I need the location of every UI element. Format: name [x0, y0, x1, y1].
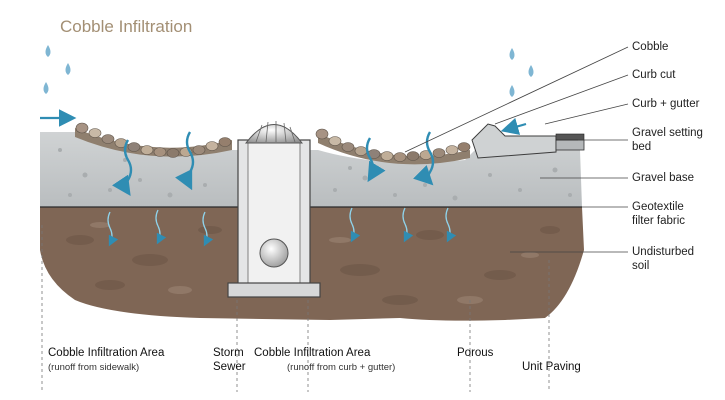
area-label-cobble-right: Cobble Infiltration Area — [254, 347, 371, 359]
area-label-porous-line1: Porous — [457, 347, 494, 359]
area-label-storm-sewer-line1: Storm — [213, 347, 244, 359]
callout-curb-gutter: Curb + gutter — [632, 98, 700, 110]
curb-gutter-shape — [471, 123, 557, 159]
outlet-pipe — [259, 238, 289, 268]
cobbles-left — [75, 122, 232, 158]
cobbles-right — [315, 128, 471, 162]
callout-geotextile-line2: filter fabric — [632, 215, 686, 227]
diagram-title: Cobble Infiltration — [60, 17, 193, 36]
gravel-texture — [58, 148, 572, 201]
area-label-storm-sewer-line2: Sewer — [213, 361, 246, 373]
callout-cobble: Cobble — [632, 41, 669, 53]
undisturbed-soil-layer — [40, 207, 584, 321]
zone-dividers — [41, 225, 550, 392]
area-note-cobble-right: (runoff from curb + gutter) — [287, 362, 396, 373]
paver-units — [555, 133, 585, 141]
area-label-porous-line2: Unit Paving — [522, 361, 581, 373]
callout-undisturbed-soil: Undisturbed soil — [632, 245, 694, 273]
callout-curb-cut: Curb cut — [632, 69, 676, 81]
callout-gravel-setting-bed: Gravel setting bed — [632, 126, 703, 154]
callout-gravel-setting-bed-line1: Gravel setting — [632, 127, 703, 139]
grate-lines — [255, 121, 296, 143]
callout-gravel-setting-bed-line2: bed — [632, 141, 652, 153]
deep-infiltration-arrows — [107, 207, 457, 247]
grate-dome — [244, 124, 304, 144]
callout-gravel-base: Gravel base — [632, 172, 695, 184]
callout-undisturbed-soil-line1: Undisturbed — [632, 246, 695, 258]
rain-drops — [43, 45, 534, 97]
soil-texture — [66, 226, 560, 305]
area-note-cobble-left: (runoff from sidewalk) — [48, 362, 140, 373]
paver-bed — [555, 139, 585, 151]
callout-geotextile-line1: Geotextile — [632, 201, 684, 213]
area-label-cobble-left: Cobble Infiltration Area — [48, 347, 165, 359]
storm-sewer-footing — [227, 282, 321, 298]
callout-geotextile: Geotextile filter fabric — [632, 200, 685, 228]
runoff-arrow-right — [500, 117, 527, 135]
leader-lines — [404, 46, 629, 253]
callout-undisturbed-soil-line2: soil — [632, 260, 650, 272]
